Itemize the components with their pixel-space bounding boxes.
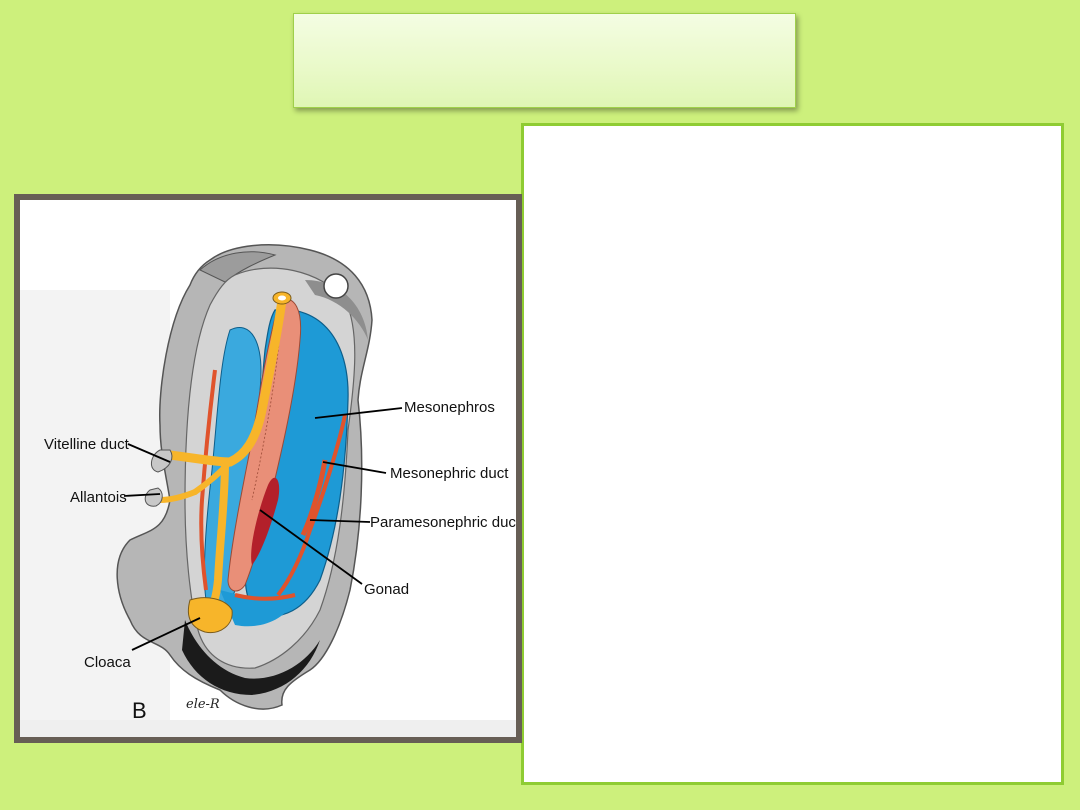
panel-letter: B (132, 698, 147, 723)
paramesonephric-duct-shape (300, 459, 328, 537)
artist-signature: ele-R (186, 697, 220, 712)
mesonephric-duct-shape (276, 414, 347, 597)
dark-cavity (182, 620, 320, 695)
label-mesonephros: Mesonephros (404, 399, 495, 416)
slide-title-box (293, 13, 796, 108)
label-gonad: Gonad (364, 581, 409, 598)
slide-text-box (521, 123, 1064, 785)
label-cloaca: Cloaca (84, 654, 131, 671)
label-allantois: Allantois (70, 489, 127, 506)
label-paramesonephric-duct: Paramesonephric duct (370, 514, 516, 531)
embryo-diagram: Mesonephros Mesonephric duct Paramesonep… (20, 200, 516, 737)
cloaca-shape (187, 597, 233, 634)
label-mesonephric-duct: Mesonephric duct (390, 465, 509, 482)
figure-frame: Mesonephros Mesonephric duct Paramesonep… (14, 194, 522, 743)
leader-lines (123, 407, 403, 651)
label-vitelline-duct: Vitelline duct (44, 436, 130, 453)
embryo-illustration: Mesonephros Mesonephric duct Paramesonep… (20, 200, 516, 737)
